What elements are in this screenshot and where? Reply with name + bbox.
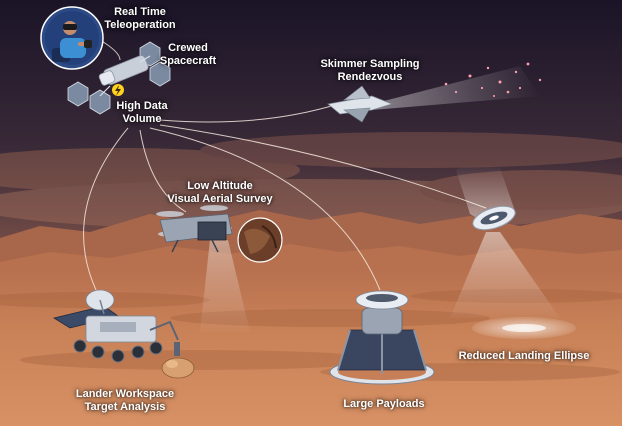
label-crewed-spacecraft: Crewed Spacecraft (159, 42, 217, 67)
drone-icon (156, 205, 233, 253)
label-aerial-survey: Low Altitude Visual Aerial Survey (167, 180, 273, 205)
communication-links (83, 39, 487, 291)
rover-icon (52, 289, 179, 363)
drone-beam (200, 240, 250, 332)
landing-beam (450, 232, 560, 318)
rock-sample-icon (161, 342, 195, 379)
link-rover (83, 127, 129, 291)
link-drone (139, 129, 187, 213)
lander-icon (329, 290, 435, 385)
terrain-closeup-icon (237, 217, 283, 263)
link-skimmer (159, 103, 339, 123)
landing-ellipse (472, 317, 576, 339)
sample-particles (444, 62, 542, 97)
label-lander-workspace: Lander Workspace Target Analysis (75, 388, 175, 413)
label-high-data-volume: High Data Volume (116, 100, 168, 125)
lightning-icon (112, 84, 124, 96)
label-large-payloads: Large Payloads (343, 398, 425, 410)
label-real-time-teleoperation: Real Time Teleoperation (104, 6, 176, 31)
label-skimmer-sampling: Skimmer Sampling Rendezvous (320, 58, 420, 83)
link-probe (159, 124, 487, 209)
skimmer-trail (372, 66, 540, 110)
vr-operator-icon (40, 6, 104, 70)
spacecraft-icon (67, 41, 171, 115)
skimmer-icon (327, 85, 394, 123)
link-lander (149, 127, 381, 291)
entry-probe-icon (456, 164, 516, 231)
label-landing-ellipse: Reduced Landing Ellipse (458, 350, 590, 362)
